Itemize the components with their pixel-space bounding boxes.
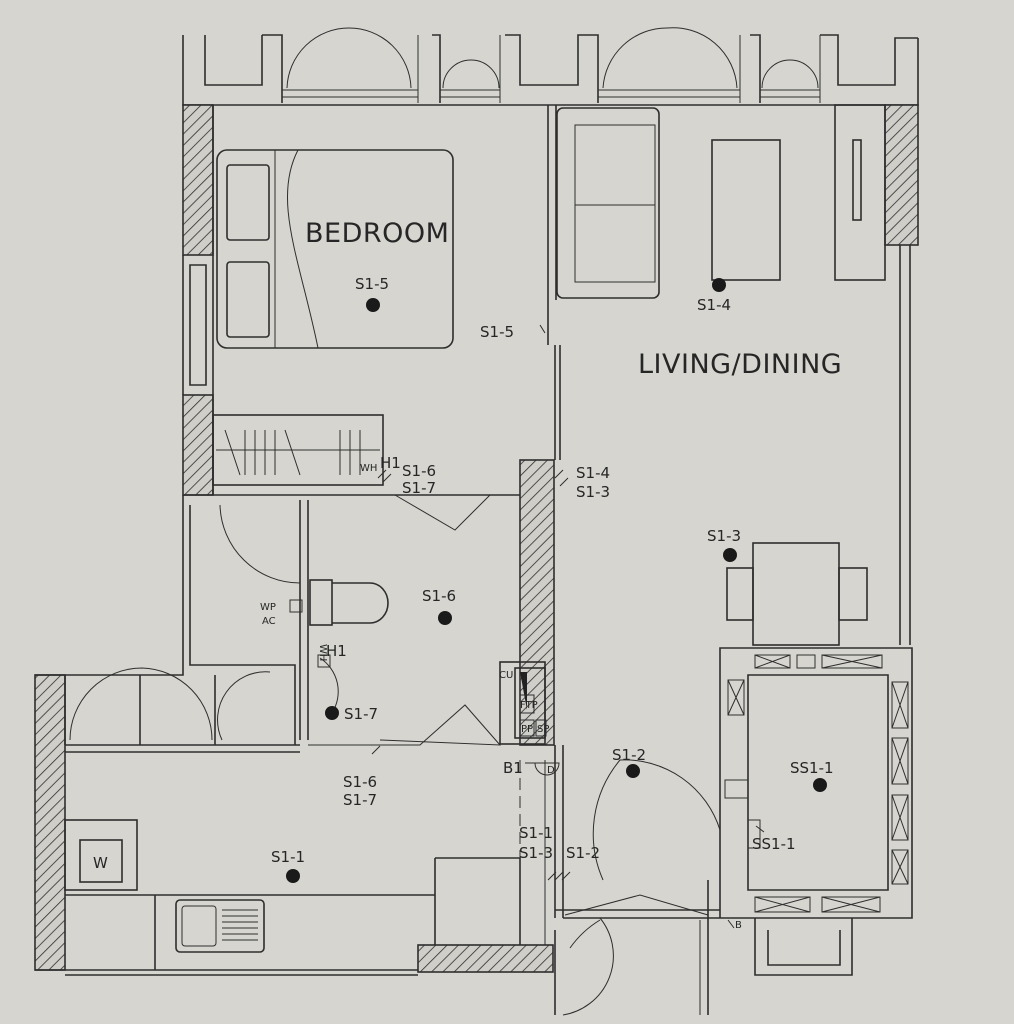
light-point-service <box>813 778 827 792</box>
label-wh-mid: WH <box>317 644 328 661</box>
label-switch-s1-7-bottom: S1-7 <box>343 791 377 809</box>
label-switch-s1-1: S1-1 <box>519 824 553 842</box>
label-living-light: S1-4 <box>697 296 731 314</box>
room-label-bedroom: BEDROOM <box>305 218 449 249</box>
label-switch-s1-7-top: S1-7 <box>402 479 436 497</box>
label-bell: B <box>735 920 742 931</box>
wardrobe <box>212 414 384 486</box>
bed <box>216 149 454 349</box>
label-wp: WP <box>260 602 276 613</box>
label-switch-s1-3-entry: S1-3 <box>519 844 553 862</box>
tv-unit <box>834 104 886 281</box>
light-point-living <box>712 278 726 292</box>
sofa <box>556 107 660 299</box>
light-point-toilet <box>325 706 339 720</box>
dining-table <box>726 542 868 646</box>
light-point-entry <box>626 764 640 778</box>
window-strip <box>182 27 919 106</box>
label-kitchen-light: S1-1 <box>271 848 305 866</box>
label-service-switch: SS1-1 <box>752 835 796 853</box>
switch-symbols <box>289 324 765 929</box>
light-point-bedroom <box>366 298 380 312</box>
light-point-kitchen <box>286 869 300 883</box>
room-label-living-dining: LIVING/DINING <box>638 349 842 380</box>
kitchen <box>64 667 521 970</box>
label-d: D <box>547 765 555 776</box>
label-bedroom-switch: S1-5 <box>480 323 514 341</box>
label-switch-s1-6-bottom: S1-6 <box>343 773 377 791</box>
light-point-dining <box>723 548 737 562</box>
label-cu: CU <box>499 670 513 681</box>
label-switch-s1-6-top: S1-6 <box>402 462 436 480</box>
label-dining-light: S1-3 <box>707 527 741 545</box>
label-service-light: SS1-1 <box>790 759 834 777</box>
label-bath-light: S1-6 <box>422 587 456 605</box>
label-bedroom-light: S1-5 <box>355 275 389 293</box>
label-entry-light: S1-2 <box>612 746 646 764</box>
entry-doors <box>519 759 721 1016</box>
coffee-table <box>711 139 781 281</box>
label-toilet-light: S1-7 <box>344 705 378 723</box>
label-wh-top: WH <box>360 463 377 474</box>
light-points <box>286 278 827 883</box>
label-pp: PP <box>521 724 533 735</box>
service-room <box>724 654 909 976</box>
label-b1: B1 <box>503 759 523 777</box>
label-h1-mid: H1 <box>326 642 347 660</box>
label-ac: AC <box>262 616 276 627</box>
walls <box>34 104 919 1015</box>
label-switch-s1-3: S1-3 <box>576 483 610 501</box>
light-point-bath <box>438 611 452 625</box>
label-sp: SP <box>537 724 549 735</box>
label-ftp: FTP <box>520 700 538 711</box>
consumer-unit-panel <box>499 661 547 745</box>
label-switch-s1-2: S1-2 <box>566 844 600 862</box>
label-switch-s1-4: S1-4 <box>576 464 610 482</box>
label-washer: W <box>93 854 108 872</box>
label-h1-top: H1 <box>380 454 401 472</box>
